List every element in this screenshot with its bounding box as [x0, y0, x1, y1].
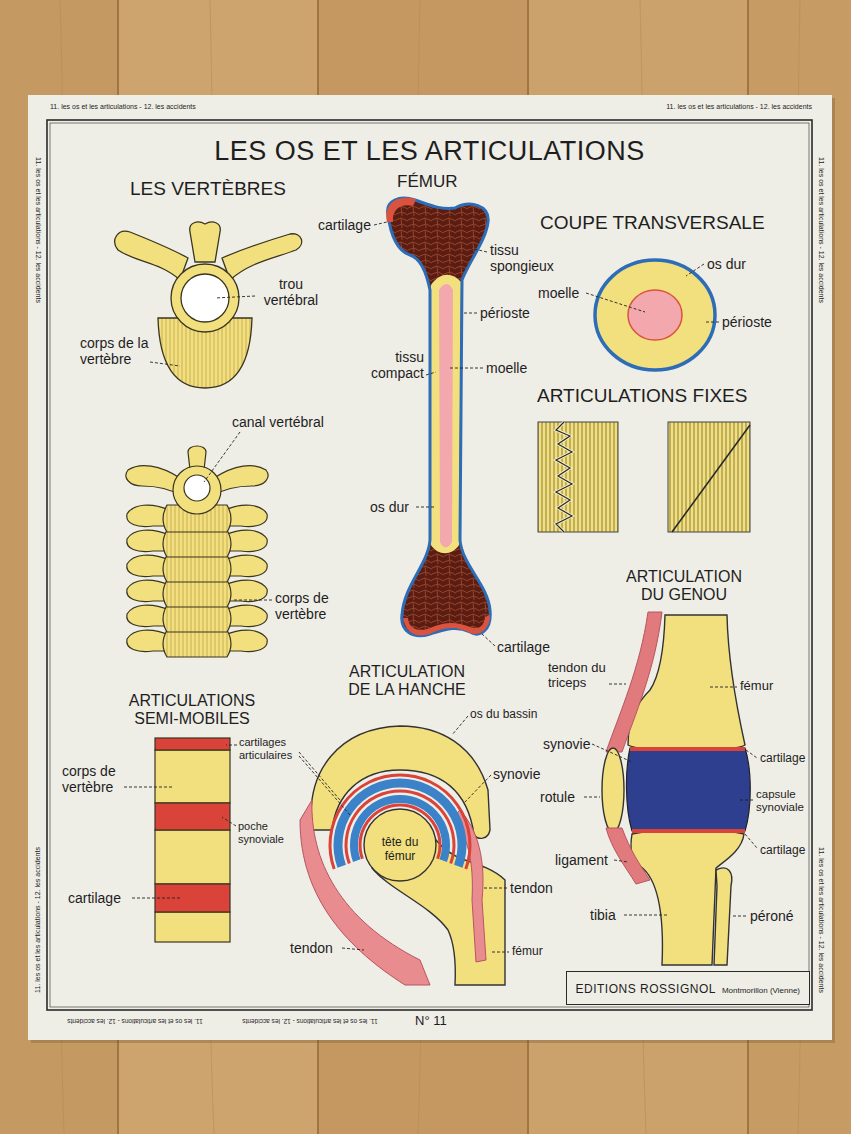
part-label: canal vertébral	[232, 414, 324, 430]
part-label: corps de vertèbre	[62, 763, 136, 795]
publisher-name: EDITIONS ROSSIGNOL	[576, 982, 716, 996]
margin-note: 11. les os et les articulations - 12. le…	[50, 103, 196, 111]
part-label: corps de la vertèbre	[80, 335, 154, 367]
poster-sheet	[28, 95, 835, 1043]
margin-note: 11. les os et les articulations - 12. le…	[34, 157, 42, 303]
part-label: cartilage	[68, 890, 121, 906]
publisher-box: EDITIONS ROSSIGNOL Montmorillon (Vienne)	[566, 971, 810, 1005]
femur-section	[386, 198, 490, 636]
plate-number: N° 11	[415, 1014, 447, 1029]
section-heading: LES VERTÈBRES	[130, 178, 286, 200]
part-label: cartilage	[497, 639, 550, 655]
part-label: ligament	[555, 852, 608, 868]
part-label: moelle	[538, 285, 579, 301]
part-label: périoste	[722, 314, 772, 330]
section-heading: ARTICULATIONS SEMI-MOBILES	[117, 692, 267, 729]
part-label: synovie	[543, 736, 590, 752]
semi-mobile-joint	[155, 738, 230, 942]
part-label: péroné	[750, 908, 794, 924]
margin-note: 11. les os et les articulations - 12. le…	[34, 847, 42, 993]
poster-title: LES OS ET LES ARTICULATIONS	[47, 136, 812, 167]
part-label: fémur	[740, 679, 773, 694]
part-label: tibia	[590, 907, 616, 923]
part-label: trou vertébral	[258, 276, 324, 308]
part-label: tendon	[290, 940, 333, 956]
margin-note: 11. les os et les articulations - 12. le…	[242, 1017, 377, 1024]
part-label: tendon	[510, 880, 553, 896]
part-label: cartilages articulaires	[239, 736, 303, 761]
part-label: périoste	[480, 305, 530, 321]
bone-cross-section	[595, 260, 715, 370]
margin-note: 11. les os et les articulations - 12. le…	[666, 103, 812, 111]
section-heading: ARTICULATION DE LA HANCHE	[337, 663, 477, 700]
publisher-place: Montmorillon (Vienne)	[722, 986, 800, 995]
part-label: os du bassin	[470, 708, 537, 722]
section-heading: ARTICULATIONS FIXES	[537, 385, 747, 407]
section-heading: ARTICULATION DU GENOU	[614, 568, 754, 605]
part-label: cartilage	[318, 217, 371, 233]
margin-note: 11. les os et les articulations - 12. le…	[67, 1017, 202, 1024]
margin-note: 11. les os et les articulations - 12. le…	[817, 847, 825, 993]
part-label: tissu spongieux	[490, 242, 570, 274]
section-heading: FÉMUR	[397, 172, 457, 192]
part-label: os dur	[707, 256, 746, 272]
part-label: cartilage	[760, 752, 805, 766]
section-heading: COUPE TRANSVERSALE	[540, 212, 765, 234]
part-label: os dur	[370, 499, 409, 515]
fixed-joints	[538, 422, 750, 532]
part-label: fémur	[512, 945, 543, 959]
part-label: tête du fémur	[378, 836, 422, 864]
vertebral-column	[126, 446, 268, 657]
part-label: tendon du triceps	[548, 661, 610, 691]
part-label: rotule	[540, 789, 575, 805]
part-label: capsule synoviale	[756, 788, 808, 814]
part-label: moelle	[486, 360, 527, 376]
knee-joint	[602, 612, 750, 965]
margin-note: 11. les os et les articulations - 12. le…	[817, 157, 825, 303]
part-label: synovie	[493, 766, 540, 782]
part-label: poche synoviale	[238, 820, 294, 845]
part-label: tissu compact	[366, 349, 424, 381]
part-label: cartilage	[760, 844, 805, 858]
part-label: corps de vertèbre	[275, 590, 349, 622]
leader-lines	[124, 222, 757, 952]
